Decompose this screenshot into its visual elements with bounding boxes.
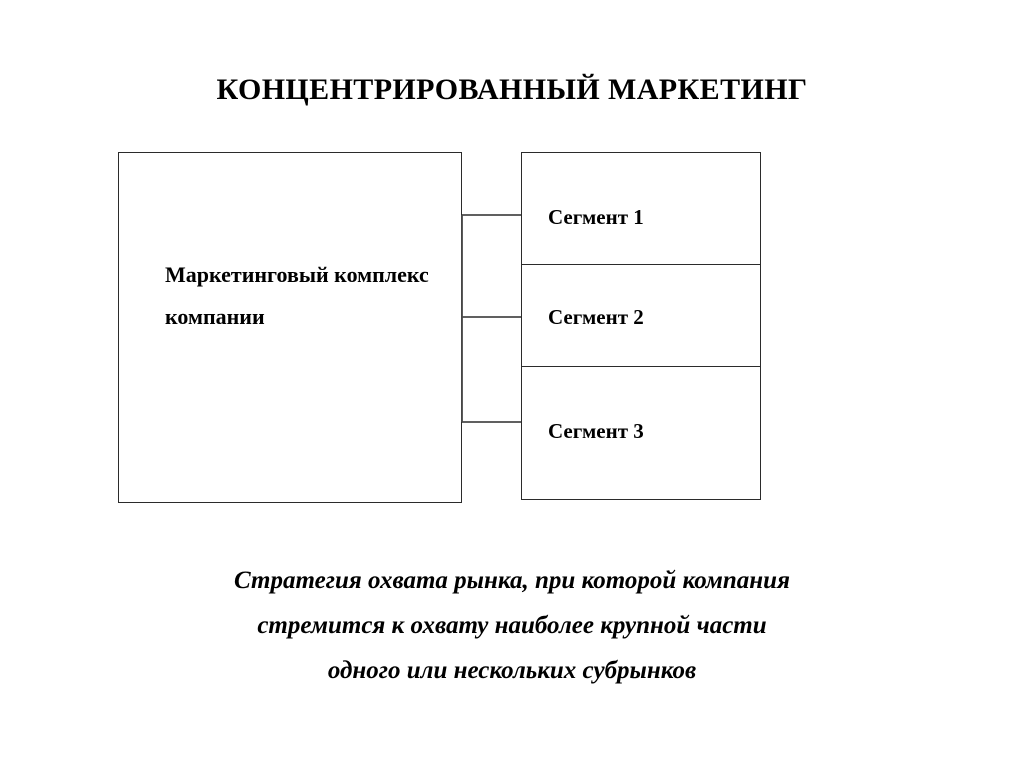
definition-caption: Стратегия охвата рынка, при которой комп… (0, 558, 1024, 693)
caption-line-3: одного или нескольких субрынков (327, 657, 697, 684)
segment-label-2: Сегмент 2 (548, 304, 644, 329)
segment-box-3[interactable]: Сегмент 3 (522, 367, 760, 498)
page-title: КОНЦЕНТРИРОВАННЫЙ МАРКЕТИНГ (216, 73, 808, 106)
segment-label-1: Сегмент 1 (548, 204, 644, 229)
main-box-label: Маркетинговый комплекс компании (165, 262, 429, 329)
segment-box-2[interactable]: Сегмент 2 (522, 265, 760, 367)
main-box-marketing-mix[interactable]: Маркетинговый комплекс компании (118, 152, 462, 503)
caption-line-1: Стратегия охвата рынка, при которой комп… (234, 567, 790, 594)
segment-box-1[interactable]: Сегмент 1 (522, 153, 760, 265)
segment-label-3: Сегмент 3 (548, 418, 644, 443)
segment-stack: Сегмент 1 Сегмент 2 Сегмент 3 (521, 152, 761, 500)
caption-line-2: стремится к охвату наиболее крупной част… (257, 612, 767, 639)
